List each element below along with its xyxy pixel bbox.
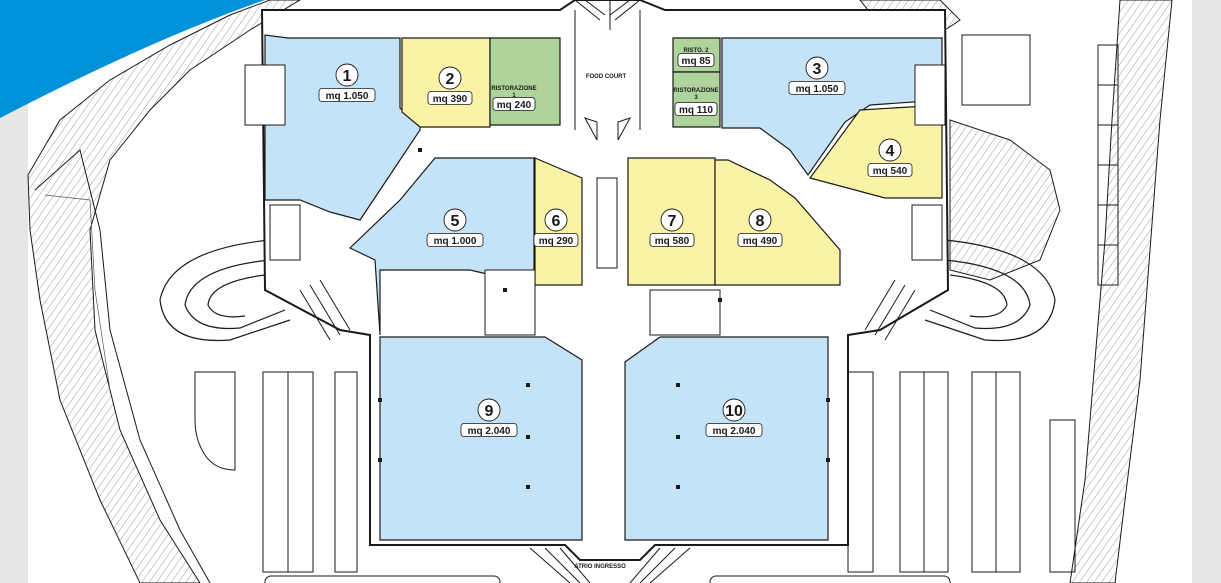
unit-4-label: 4 mq 540 — [867, 138, 913, 177]
unit-area: mq 540 — [873, 166, 908, 177]
unit-9 — [379, 336, 583, 541]
unit-9-label: 9 mq 2.040 — [460, 398, 518, 437]
unit-5-label: 5 mq 1.000 — [426, 208, 484, 247]
unit-number: 3 — [813, 61, 822, 78]
unit-number: 1 — [343, 68, 352, 85]
column-marker — [378, 458, 382, 462]
labels-layer: 1 mq 1.050 2 mq 390 3 mq 1.050 4 mq 540 5 mq 1.00… — [318, 48, 913, 489]
parking-left — [194, 371, 358, 573]
column-marker — [503, 288, 507, 292]
unit-number: 9 — [485, 403, 494, 420]
column-marker — [526, 383, 530, 387]
restaurant-number: 3 — [694, 95, 698, 101]
restaurant-area: mq 85 — [682, 56, 711, 67]
restaurant-area: mq 240 — [497, 100, 532, 111]
unit-10 — [624, 336, 829, 541]
unit-area: mq 290 — [539, 236, 574, 247]
unit-area: mq 580 — [655, 236, 690, 247]
unit-area: mq 390 — [433, 94, 468, 105]
restaurant-name: RISTORAZIONE — [673, 88, 718, 94]
left-terrain — [27, 0, 301, 583]
unit-number: 10 — [725, 403, 743, 420]
unit-1 — [264, 34, 421, 221]
column-marker — [526, 485, 530, 489]
column-marker — [378, 398, 382, 402]
unit-number: 4 — [886, 143, 895, 160]
entrance-label: ATRIO INGRESSO — [574, 564, 626, 570]
unit-number: 2 — [446, 71, 455, 88]
restaurant-1 — [489, 37, 561, 126]
unit-8-label: 8 mq 490 — [737, 208, 783, 247]
unit-area: mq 490 — [743, 236, 778, 247]
right-side-panel — [1192, 0, 1221, 583]
unit-10-label: 10 mq 2.040 — [705, 398, 763, 437]
restaurant-2-label: RISTO. 2 mq 85 — [677, 48, 715, 67]
column-marker — [676, 485, 680, 489]
column-marker — [676, 435, 680, 439]
unit-6-label: 6 mq 290 — [533, 208, 579, 247]
entrance-stairs — [299, 0, 916, 583]
unit-number: 7 — [668, 213, 677, 230]
restaurant-name: RISTO. 2 — [684, 48, 710, 54]
corridors — [574, 0, 641, 269]
food-court-label: FOOD COURT — [586, 74, 627, 80]
unit-number: 5 — [451, 213, 460, 230]
parking-bottom — [264, 575, 951, 583]
ramp-left — [159, 239, 291, 342]
unit-8 — [714, 159, 841, 286]
unit-1-label: 1 mq 1.050 — [318, 63, 376, 102]
unit-2-label: 2 mq 390 — [427, 66, 473, 105]
column-marker — [718, 298, 722, 302]
restaurant-area: mq 110 — [679, 105, 713, 116]
restaurant-name: RISTORAZIONE — [491, 86, 536, 92]
parking-right — [847, 371, 1076, 573]
unit-area: mq 1.000 — [434, 236, 477, 247]
column-marker — [826, 458, 830, 462]
column-marker — [418, 148, 422, 152]
column-marker — [676, 383, 680, 387]
unit-area: mq 2.040 — [713, 426, 756, 437]
restaurant-number: 1 — [512, 93, 516, 99]
ramp-right — [924, 239, 1056, 342]
unit-area: mq 1.050 — [326, 91, 369, 102]
unit-number: 8 — [756, 213, 765, 230]
column-marker — [526, 435, 530, 439]
accent-corner — [0, 0, 265, 118]
unit-area: mq 1.050 — [796, 84, 839, 95]
service-blocks — [244, 34, 1031, 336]
unit-3-label: 3 mq 1.050 — [788, 56, 846, 95]
unit-number: 6 — [552, 213, 561, 230]
column-marker — [826, 398, 830, 402]
unit-area: mq 2.040 — [468, 426, 511, 437]
unit-7-label: 7 mq 580 — [649, 208, 695, 247]
